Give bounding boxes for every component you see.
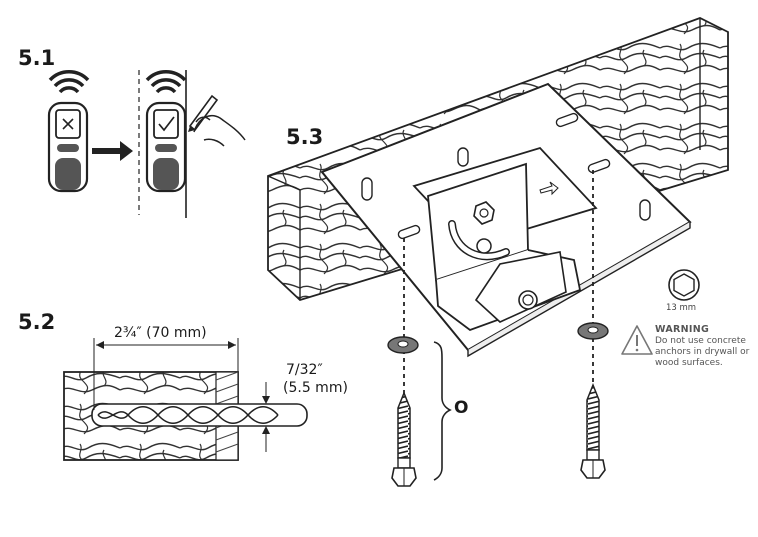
washer-right: [577, 322, 609, 340]
arrow-icon: [92, 141, 133, 161]
warning-triangle-icon: [621, 325, 653, 355]
hardware-o-label: O: [454, 398, 469, 418]
lag-screw-left: [391, 390, 417, 487]
stud-finder-check-icon: [145, 70, 187, 193]
step-5-1-illustration: [47, 70, 246, 218]
washer-left: [387, 336, 419, 354]
step-number-5-2: 5.2: [18, 310, 56, 334]
hex-socket-icon: [668, 269, 700, 301]
pencil-hand-icon: [188, 94, 246, 147]
wrench-size-label: 13 mm: [666, 303, 697, 313]
step-5-3-illustration: [267, 17, 729, 487]
drill-depth-label: 2¾″ (70 mm): [114, 325, 207, 341]
warning-title: WARNING: [655, 324, 710, 335]
step-number-5-3: 5.3: [286, 125, 324, 149]
stud-finder-x-icon: [47, 70, 90, 193]
drill-diameter-metric-label: (5.5 mm): [283, 380, 348, 396]
step-number-5-1: 5.1: [18, 46, 56, 70]
lag-screw-right: [580, 382, 606, 479]
warning-body: Do not use concrete anchors in drywall o…: [655, 336, 750, 368]
hardware-brace: [433, 341, 452, 481]
step-5-2-illustration: [63, 338, 308, 461]
drill-diameter-label: 7/32″: [286, 362, 323, 378]
